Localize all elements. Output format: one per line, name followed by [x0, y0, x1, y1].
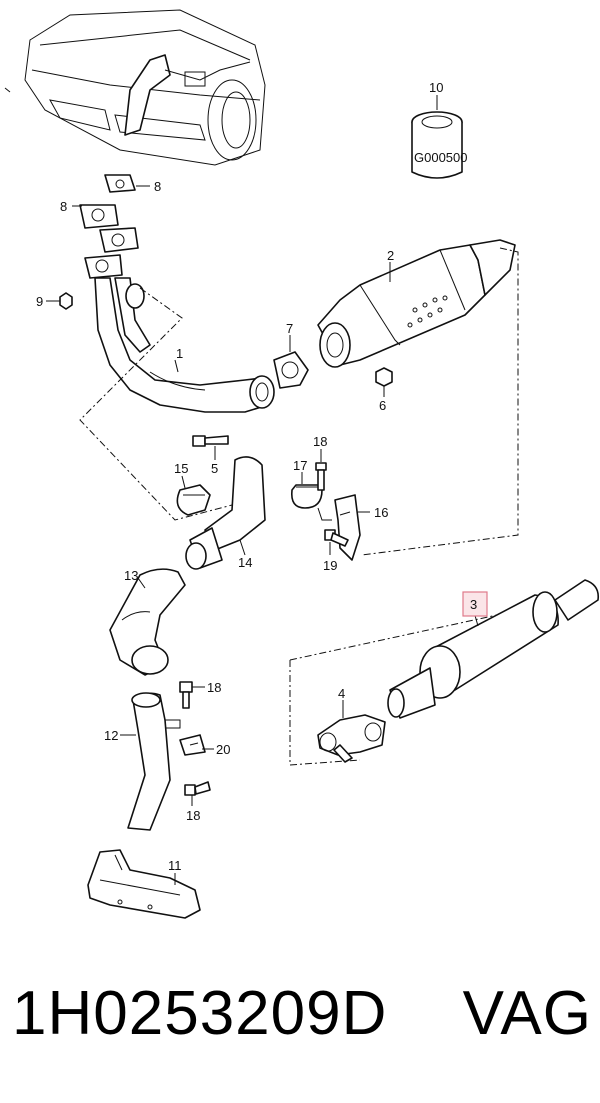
part-12-tailpipe — [120, 692, 181, 831]
callout-5: 5 — [211, 461, 218, 476]
brand-name: VAG — [462, 979, 592, 1048]
part-3-muffler — [387, 579, 600, 719]
car-front-illustration — [4, 9, 266, 166]
bolt-18-lower — [184, 781, 211, 806]
bolt-18-upper — [315, 449, 327, 491]
catalytic-perforations — [407, 295, 448, 328]
bolt-18-middle — [179, 681, 205, 709]
nut-6 — [375, 367, 393, 397]
gasket-8-lower — [72, 204, 119, 229]
part-10-filter: G000500 — [411, 95, 468, 179]
callout-10: 10 — [429, 80, 443, 95]
clamp-17 — [290, 472, 332, 521]
callout-4: 4 — [338, 686, 345, 701]
callout-18-lower: 18 — [186, 808, 200, 823]
callout-13: 13 — [124, 568, 138, 583]
callout-6: 6 — [379, 398, 386, 413]
bolt-5 — [192, 435, 229, 460]
callout-18-middle: 18 — [207, 680, 221, 695]
callout-3: 3 — [470, 597, 477, 612]
filter-stamp-text: G000500 — [414, 150, 468, 165]
assembly-line-right — [361, 247, 519, 556]
part-2-catalytic-converter — [317, 239, 516, 368]
assembly-line-muffler — [289, 609, 521, 766]
callout-9: 9 — [36, 294, 43, 309]
callout-2: 2 — [387, 248, 394, 263]
callout-19: 19 — [323, 558, 337, 573]
callout-7: 7 — [286, 321, 293, 336]
bracket-20 — [179, 734, 214, 756]
gasket-7 — [273, 335, 309, 389]
callout-20: 20 — [216, 742, 230, 757]
nut-9 — [46, 292, 73, 310]
callout-17: 17 — [293, 458, 307, 473]
gasket-8-upper — [104, 174, 150, 193]
exhaust-parts-diagram: G000500 — [4, 9, 600, 919]
highlight-box-3 — [462, 591, 488, 617]
callout-labels: 1 2 3 4 5 6 7 8 8 9 10 11 12 13 14 15 16… — [36, 80, 477, 873]
callout-18-upper: 18 — [313, 434, 327, 449]
bracket-16 — [334, 494, 370, 561]
part-caption: 1H0253209D VAG — [12, 978, 592, 1068]
assembly-line-left — [79, 287, 233, 521]
front-pipe-flanges — [84, 227, 139, 279]
callout-8-upper: 8 — [154, 179, 161, 194]
part-13-pipe — [109, 568, 186, 676]
callout-14: 14 — [238, 555, 252, 570]
bolt-19 — [324, 529, 349, 555]
callout-1: 1 — [176, 346, 183, 361]
callout-15: 15 — [174, 461, 188, 476]
part-14-intermediate-pipe — [185, 456, 266, 570]
part-number: 1H0253209D — [12, 979, 388, 1048]
clamp-4 — [317, 700, 386, 763]
part-11-heat-shield — [87, 849, 201, 919]
callout-8-lower: 8 — [60, 199, 67, 214]
part-1-front-pipe — [94, 277, 275, 413]
callout-12: 12 — [104, 728, 118, 743]
clamp-15 — [176, 475, 211, 516]
callout-16: 16 — [374, 505, 388, 520]
callout-11: 11 — [168, 858, 182, 873]
